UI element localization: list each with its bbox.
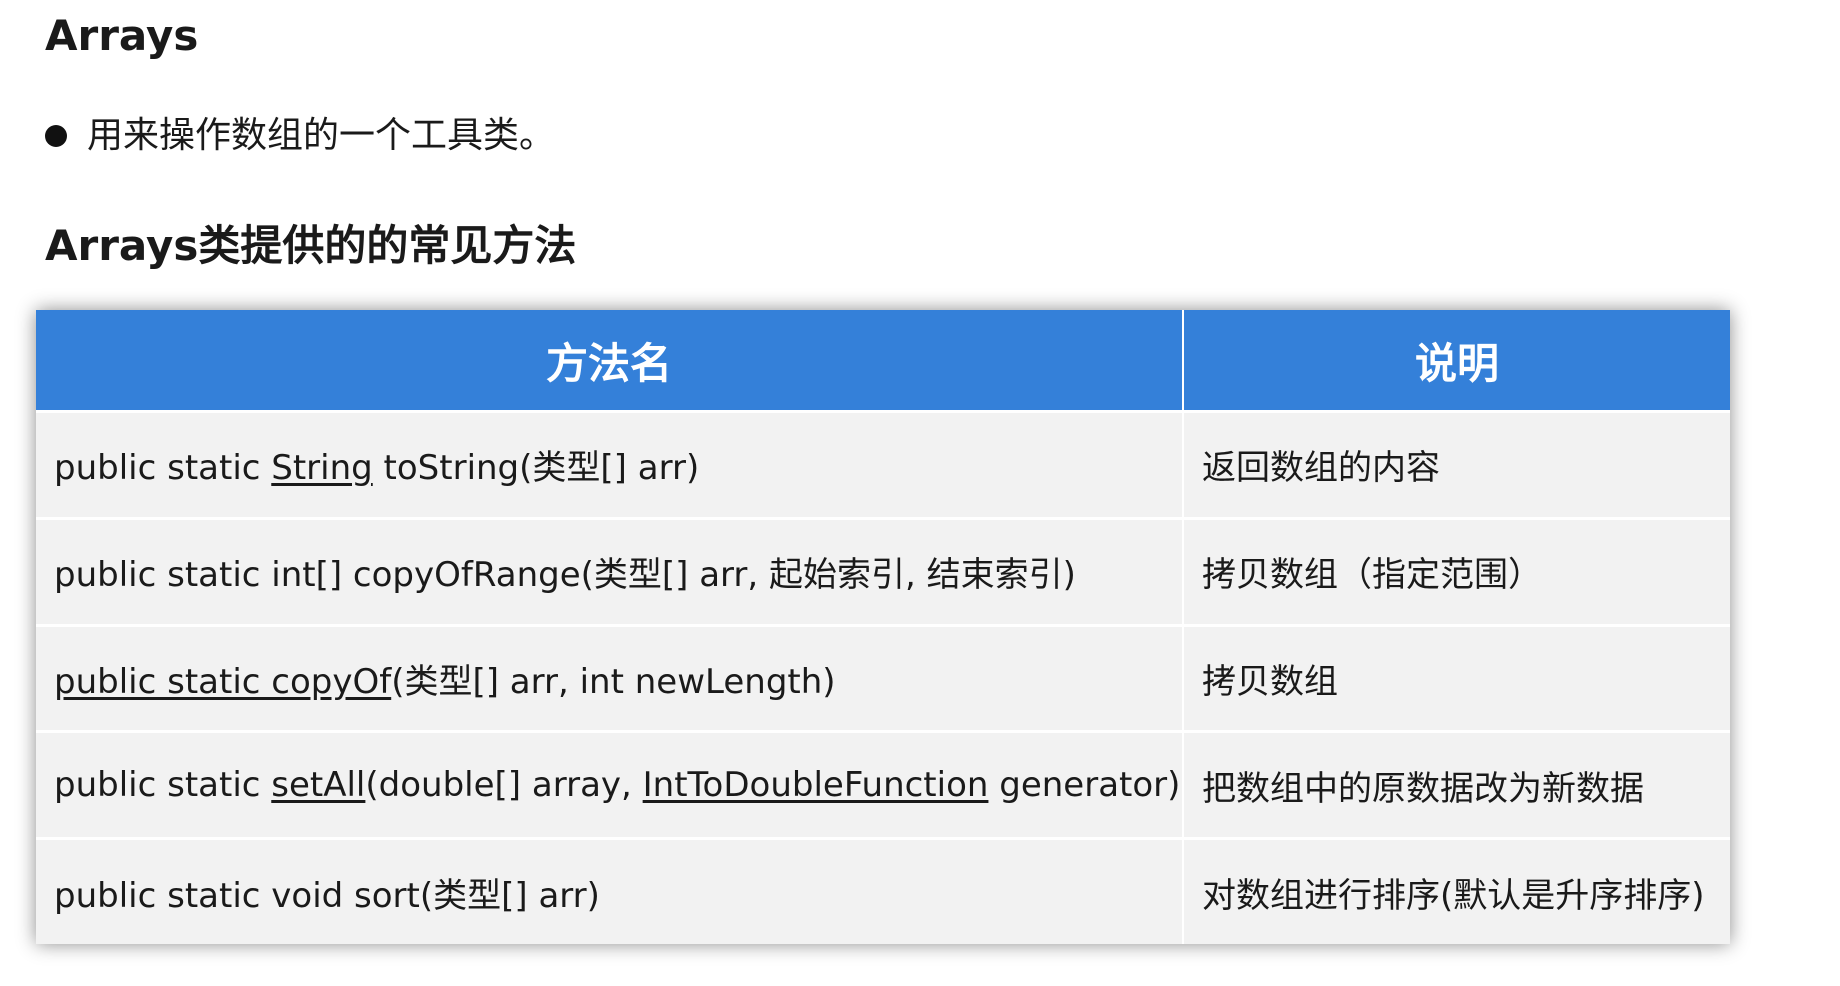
table-row: public static void sort(类型[] arr) 对数组进行排序…: [36, 838, 1730, 944]
page-title: Arrays: [45, 11, 199, 60]
methods-table-container: 方法名 说明 public static String toString(类型[…: [36, 310, 1730, 944]
method-signature-cell: public static setAll(double[] array, Int…: [36, 731, 1184, 841]
methods-table-body: public static String toString(类型[] arr)返…: [36, 411, 1730, 944]
table-row: public static copyOf(类型[] arr, int newLe…: [36, 625, 1730, 734]
method-text-segment: (类型[] arr, int newLength): [391, 661, 836, 702]
method-signature-cell: public static void sort(类型[] arr): [36, 838, 1184, 944]
method-description-cell: 拷贝数组（指定范围）: [1183, 518, 1730, 627]
method-description-cell: 拷贝数组: [1183, 625, 1730, 734]
method-description-cell: 把数组中的原数据改为新数据: [1183, 731, 1730, 841]
table-row: public static setAll(double[] array, Int…: [36, 731, 1730, 841]
method-description-cell: 返回数组的内容: [1183, 411, 1730, 520]
bullet-item: 用来操作数组的一个工具类。: [45, 108, 555, 164]
method-text-segment: generator): [988, 765, 1181, 806]
method-text-segment: toString(类型[] arr): [372, 448, 700, 489]
method-text-segment: public static: [54, 765, 272, 806]
header-description: 说明: [1183, 310, 1730, 413]
method-text-segment: (double[] array,: [365, 765, 643, 806]
method-link-segment: String: [271, 448, 373, 489]
method-text-segment: public static: [54, 448, 272, 489]
section-title: Arrays类提供的的常见方法: [45, 221, 577, 270]
method-link-segment: IntToDoubleFunction: [642, 765, 989, 806]
header-method-name: 方法名: [36, 310, 1184, 413]
methods-table: 方法名 说明 public static String toString(类型[…: [36, 310, 1730, 944]
method-text-segment: public static int[] copyOfRange(类型[] arr…: [54, 555, 1076, 596]
method-signature-cell: public static copyOf(类型[] arr, int newLe…: [36, 625, 1184, 734]
method-signature-cell: public static String toString(类型[] arr): [36, 411, 1184, 520]
method-signature-cell: public static int[] copyOfRange(类型[] arr…: [36, 518, 1184, 627]
table-row: public static String toString(类型[] arr)返…: [36, 411, 1730, 520]
method-link-segment: public static copyOf: [54, 661, 392, 702]
method-text-segment: public static void sort(类型[] arr): [54, 875, 600, 916]
method-description-cell: 对数组进行排序(默认是升序排序): [1183, 838, 1730, 944]
table-row: public static int[] copyOfRange(类型[] arr…: [36, 518, 1730, 627]
method-link-segment: setAll: [271, 765, 366, 806]
table-header-row: 方法名 说明: [36, 310, 1730, 413]
bullet-text: 用来操作数组的一个工具类。: [87, 115, 556, 156]
bullet-dot-icon: [45, 125, 67, 147]
